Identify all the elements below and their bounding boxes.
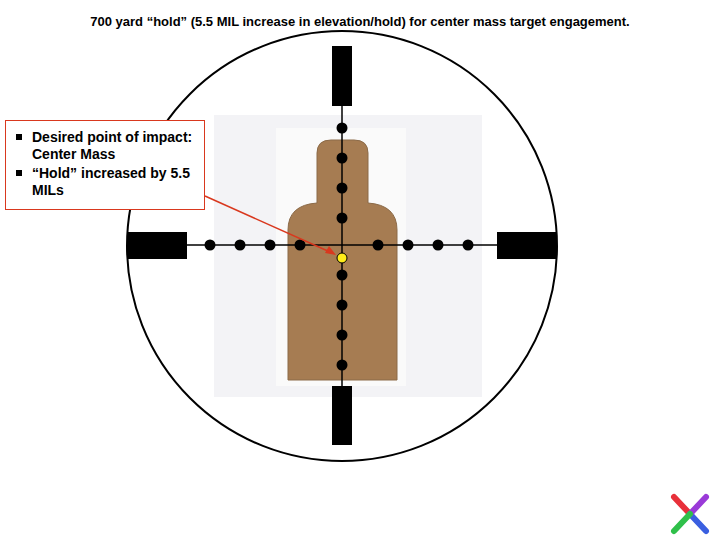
logo-stroke [690,514,706,531]
mil-dot [433,240,444,251]
logo [674,497,706,531]
leader-arrow [205,196,330,252]
mil-dot [337,360,348,371]
mil-dot [265,240,276,251]
reticle-post [332,46,352,106]
mil-dot [337,183,348,194]
reticle-post [128,232,187,259]
mil-dot [337,153,348,164]
mil-dot [337,330,348,341]
bullet-mark [16,134,22,140]
logo-stroke [674,497,690,514]
target-backing [276,128,406,386]
target-background [214,115,482,397]
callout-box: Desired point of impact: Center Mass“Hol… [5,120,205,210]
horizontal-crosshair [128,244,556,246]
mil-dot [337,213,348,224]
scope-ring [127,31,557,461]
mil-dot [295,240,306,251]
mil-dot [337,123,348,134]
mil-dots [205,123,474,371]
mil-dot [463,240,474,251]
bullet-mark [16,170,22,176]
leader-arrowhead [325,246,336,255]
point-of-impact [337,253,347,263]
mil-dot [205,240,216,251]
logo-stroke [690,497,706,514]
mil-dot [403,240,414,251]
reticle-post [497,232,556,259]
mil-dot [337,270,348,281]
callout-text: “Hold” increased by 5.5 MILs [32,165,190,198]
mil-dot [337,300,348,311]
mil-dot [373,240,384,251]
callout-item: “Hold” increased by 5.5 MILs [12,165,196,199]
reticle-post [332,386,352,445]
mil-dot [235,240,246,251]
logo-stroke [674,514,690,531]
title: 700 yard “hold” (5.5 MIL increase in ele… [0,14,720,29]
callout-item: Desired point of impact: Center Mass [12,129,196,163]
callout-text: Desired point of impact: Center Mass [32,129,192,162]
